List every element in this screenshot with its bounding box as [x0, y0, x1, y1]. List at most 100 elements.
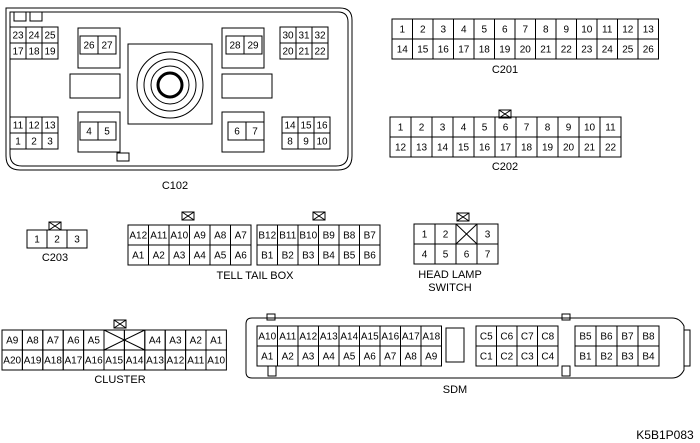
c102-center-bolt-ring [136, 51, 204, 119]
c203-latch-x2 [48, 221, 62, 231]
pin-label: B4 [642, 352, 655, 363]
pin-cell [41, 42, 59, 60]
pin-label: 22 [605, 143, 617, 154]
pin-label: C5 [480, 332, 493, 343]
pin-label: 2 [443, 230, 449, 241]
tell-tail-b-latch [312, 211, 326, 221]
pin-label: 7 [485, 250, 491, 261]
pin-label: 16 [316, 121, 328, 132]
pin-label: A5 [214, 251, 227, 262]
pin-cell [243, 35, 263, 55]
pin-label: 32 [314, 31, 326, 42]
c102-side-slot-left [69, 73, 121, 99]
pin-label: B1 [579, 352, 592, 363]
pin-label: A11 [279, 332, 296, 343]
pin-label: 4 [86, 127, 92, 138]
pin-label: B10 [299, 231, 317, 242]
pin-label: 14 [397, 45, 409, 56]
head-lamp-switch-latch-x2 [456, 212, 470, 222]
pin-label: 5 [443, 250, 449, 261]
cluster-latch-x2 [113, 319, 127, 329]
tell-tail-a-latch-x2 [181, 211, 195, 221]
pin-label: B1 [261, 251, 274, 262]
c201-label: C201 [491, 64, 519, 76]
pin-label: A6 [364, 352, 377, 363]
pin-label: 14 [437, 143, 449, 154]
pin-label: A17 [65, 356, 83, 367]
pin-label: B6 [364, 251, 377, 262]
head-lamp-switch-cavity-x2 [455, 223, 478, 245]
pin-label: B7 [364, 231, 377, 242]
pin-label: A14 [126, 356, 144, 367]
pin-label: 6 [464, 250, 470, 261]
head-lamp-switch-label-line1: HEAD LAMP [418, 269, 482, 281]
pin-label: 2 [31, 137, 37, 148]
pin-label: 9 [563, 25, 569, 36]
pin-label: A11 [150, 231, 167, 242]
pin-label: 30 [282, 31, 294, 42]
pin-label: 1 [422, 230, 428, 241]
pin-label: B2 [600, 352, 613, 363]
c102-block-4-5 [77, 111, 121, 153]
pin-label: C6 [500, 332, 513, 343]
pin-cell [311, 42, 329, 60]
pin-label: A4 [194, 251, 207, 262]
c102-tab-right [29, 11, 43, 22]
cluster-cavity-x2 [103, 329, 146, 351]
cluster-latch [113, 319, 127, 329]
pin-cell [205, 349, 227, 371]
pin-label: A2 [190, 336, 203, 347]
sdm-side-lock [683, 329, 691, 367]
pin-label: B8 [642, 332, 655, 343]
pin-label: A15 [361, 332, 379, 343]
c102-housing [5, 7, 353, 171]
pin-label: 5 [481, 25, 487, 36]
pin-label: 11 [13, 121, 24, 132]
pin-label: 22 [314, 47, 326, 58]
pin-label: A10 [258, 332, 276, 343]
pin-label: 16 [438, 45, 450, 56]
pin-cell [123, 329, 146, 351]
pin-label: 26 [643, 45, 655, 56]
pin-label: A12 [167, 356, 185, 367]
pin-label: A11 [187, 356, 204, 367]
pin-label: A18 [44, 356, 62, 367]
cluster-label: CLUSTER [94, 374, 146, 386]
pin-label: A12 [299, 332, 317, 343]
pin-label: B11 [279, 231, 296, 242]
pin-label: 3 [47, 137, 53, 148]
pin-label: B3 [302, 251, 315, 262]
pin-cell [66, 229, 88, 249]
pin-label: 25 [622, 45, 634, 56]
pin-label: A5 [88, 336, 101, 347]
pin-label: 8 [543, 25, 549, 36]
pin-label: 9 [303, 137, 309, 148]
pin-label: 8 [287, 137, 293, 148]
pin-label: 15 [300, 121, 312, 132]
pin-cell [637, 38, 659, 60]
c102-tab-left [13, 11, 27, 22]
pin-label: A3 [173, 251, 186, 262]
pin-label: 7 [522, 25, 528, 36]
pin-label: B8 [343, 231, 356, 242]
pin-label: 11 [602, 25, 613, 36]
pin-label: A15 [105, 356, 123, 367]
pin-cell [313, 132, 331, 150]
tell-tail-box-label: TELL TAIL BOX [216, 270, 294, 282]
c102-center-bolt-ring [150, 65, 190, 105]
pin-label: A3 [169, 336, 182, 347]
pin-label: A8 [214, 231, 227, 242]
pin-label: 21 [584, 143, 596, 154]
pin-label: 4 [422, 250, 428, 261]
pin-cell [637, 345, 660, 367]
pin-label: 15 [417, 45, 429, 56]
pin-cell [230, 244, 252, 266]
pin-label: A1 [261, 352, 274, 363]
pin-label: 1 [398, 123, 404, 134]
pin-label: 15 [458, 143, 470, 154]
pin-label: A14 [340, 332, 358, 343]
pin-label: A20 [3, 356, 21, 367]
pin-label: 19 [44, 47, 56, 58]
pin-cell [599, 136, 622, 158]
pin-label: A16 [381, 332, 399, 343]
